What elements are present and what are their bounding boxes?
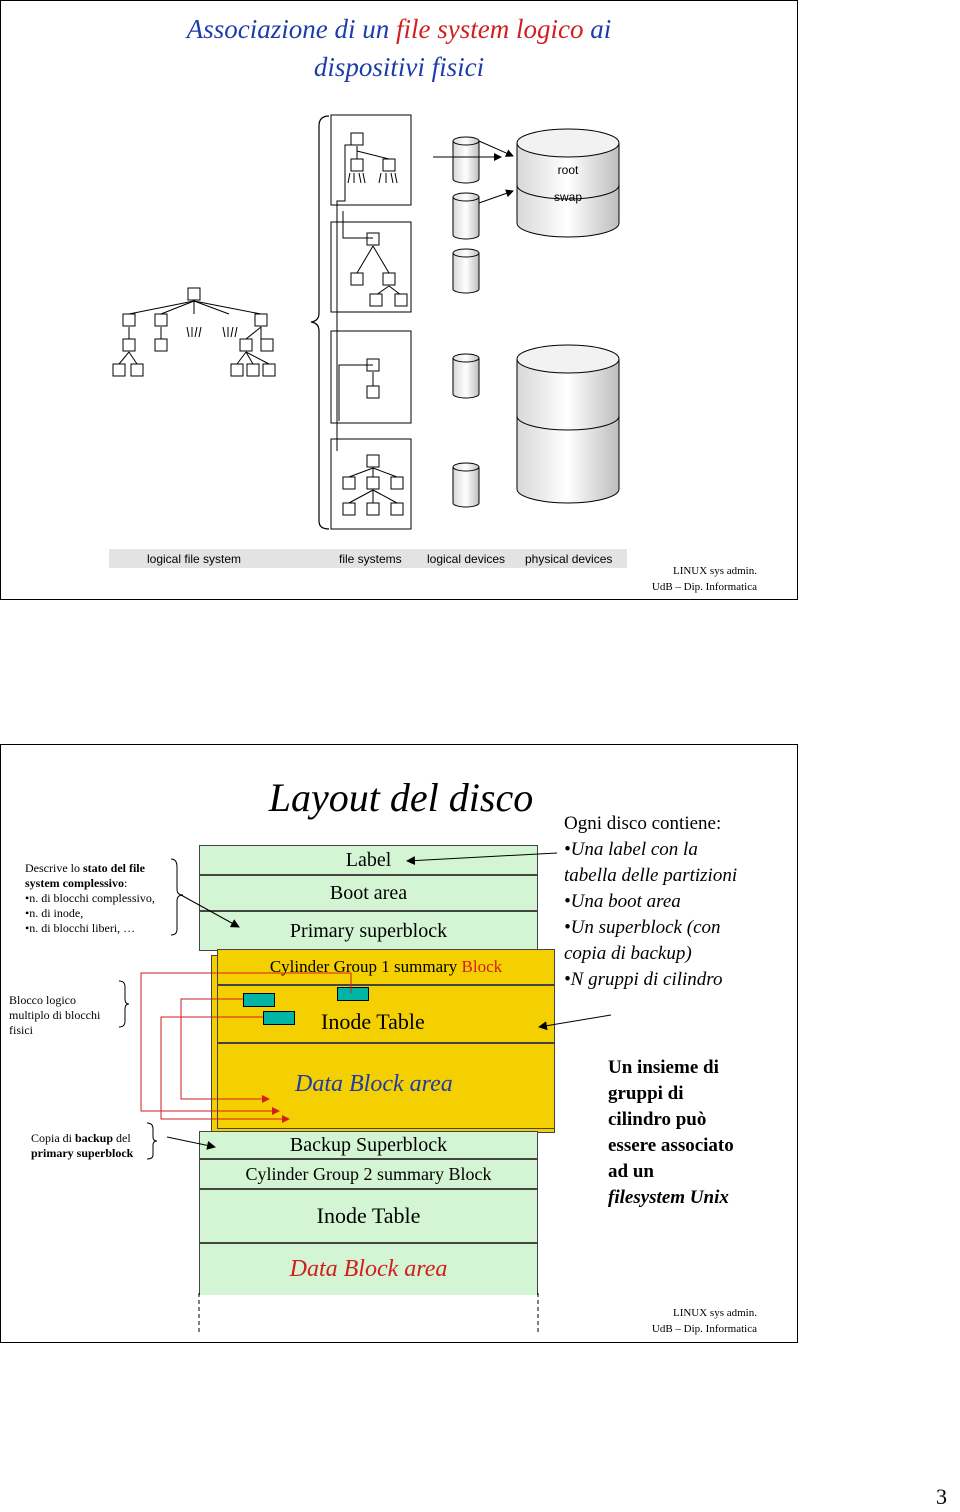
layer-cg1-summary: Cylinder Group 1 summary Block — [217, 949, 555, 985]
cg2-summary-text: Cylinder Group 2 summary Block — [245, 1163, 492, 1184]
blocco-line: multiplo di blocchi — [9, 1008, 101, 1022]
logical-to-physical-diagram — [112, 114, 620, 530]
cylinder-label-root: root — [557, 163, 579, 177]
layer-backup-superblock: Backup Superblock — [199, 1131, 538, 1159]
layer-primary-text: Primary superblock — [289, 919, 448, 942]
copia-text: Copia di — [31, 1131, 75, 1145]
title-highlight: file system logico — [396, 14, 584, 44]
slide-2-footer: LINUX sys admin. UdB – Dip. Informatica — [597, 1305, 757, 1337]
disk-contents-item: •N gruppi di cilindro — [564, 969, 723, 990]
label-logical-devices: logical devices — [427, 552, 506, 566]
layer-boot-text: Boot area — [329, 881, 408, 904]
note-line: essere associato — [608, 1135, 734, 1156]
blocco-line: fisici — [9, 1023, 33, 1037]
copia-text: del — [113, 1131, 131, 1145]
inode-table-2-text: Inode Table — [316, 1203, 421, 1228]
inode-block-marker — [243, 993, 275, 1007]
label-file-systems: file systems — [339, 552, 402, 566]
desc-text: : — [124, 876, 128, 890]
title-line-2: dispositivi fisici — [313, 52, 485, 82]
slide-2: Layout del disco Descrive lo stato del f… — [0, 744, 798, 1343]
slide-2-title: Layout del disco — [268, 775, 534, 820]
data-block-1-label: Data Block area — [295, 1071, 453, 1097]
brace-icon — [118, 980, 130, 1028]
brace-icon — [310, 115, 330, 530]
desc-bold: stato del file — [82, 861, 145, 875]
cylinder-label-swap: swap — [553, 190, 582, 204]
annotation-arrows — [118, 852, 612, 1160]
label-physical-devices: physical devices — [525, 552, 613, 566]
brace-icon — [170, 858, 184, 936]
backup-superblock-text: Backup Superblock — [289, 1133, 448, 1156]
inode-block-marker — [337, 987, 369, 1001]
inode-block-marker — [263, 1011, 295, 1025]
copia-bold: backup — [75, 1131, 114, 1145]
superblock-description: Descrive lo stato del file system comple… — [25, 861, 175, 936]
layer-inode-table-2: Inode Table — [199, 1189, 538, 1243]
bullet-liberi: •n. di blocchi liberi, … — [25, 921, 136, 935]
cg1-summary-text: Cylinder Group 1 summary — [269, 957, 458, 976]
backup-copy-note: Copia di backup del primary superblock — [31, 1131, 151, 1161]
disk-contents-item: tabella delle partizioni — [564, 865, 738, 886]
layer-data-block-2: Data Block area — [199, 1243, 538, 1295]
blocco-logico-note: Blocco logico multiplo di blocchi fisici — [9, 993, 119, 1038]
bullet-blocchi: •n. di blocchi complessivo, — [25, 891, 155, 905]
disk-contents-item: •Una label con la — [564, 839, 698, 860]
page-number: 3 — [936, 1484, 947, 1509]
desc-bold: system complessivo — [25, 876, 124, 890]
layer-label: Label — [199, 845, 538, 875]
layer-boot-area: Boot area — [199, 875, 538, 911]
logical-device-cylinders — [452, 136, 480, 508]
slide-1-title: Associazione di un file system logico ai… — [1, 10, 797, 86]
footer-line-1: LINUX sys admin. — [672, 1307, 757, 1319]
disk-contents-list: Ogni disco contiene: •Una label con la t… — [564, 811, 784, 993]
footer-line-2: UdB – Dip. Informatica — [651, 581, 757, 593]
footer-line-2: UdB – Dip. Informatica — [651, 1323, 757, 1335]
file-system-boxes — [330, 114, 412, 530]
desc-text: Descrive lo — [25, 861, 83, 875]
disk-contents-item: •Una boot area — [564, 891, 681, 912]
note-line: ad un — [608, 1161, 654, 1182]
title-part: Associazione di un — [186, 14, 396, 44]
note-line: gruppi di — [608, 1083, 684, 1104]
blocco-line: Blocco logico — [9, 993, 76, 1007]
disk-contents-heading: Ogni disco contiene: — [564, 813, 722, 834]
logical-tree — [112, 287, 276, 377]
slide-1-footer: LINUX sys admin. UdB – Dip. Informatica — [597, 563, 757, 595]
title-part: ai — [583, 14, 612, 44]
copia-bold: primary superblock — [31, 1146, 134, 1160]
physical-device-cylinders — [516, 128, 620, 504]
layer-primary-superblock: Primary superblock — [199, 911, 538, 951]
brace-icon — [146, 1122, 158, 1160]
note-line: cilindro può — [608, 1109, 707, 1130]
bullet-inode: •n. di inode, — [25, 906, 84, 920]
disk-contents-item: •Un superblock (con — [564, 917, 721, 938]
note-line-italic: filesystem Unix — [608, 1187, 729, 1208]
disk-contents-item: copia di backup) — [564, 943, 692, 964]
layer-cg2-summary: Cylinder Group 2 summary Block — [199, 1159, 538, 1189]
layer-label-text: Label — [345, 848, 392, 871]
data-block-2-text: Data Block area — [289, 1256, 448, 1282]
note-line: Un insieme di — [608, 1057, 719, 1078]
slide-1: Associazione di un file system logico ai… — [0, 0, 798, 600]
label-logical-file-system: logical file system — [147, 552, 242, 566]
footer-line-1: LINUX sys admin. — [672, 565, 757, 577]
column-labels-bar — [109, 549, 627, 568]
cg1-summary-highlight: Block — [461, 957, 503, 976]
inode-table-1-label: Inode Table — [321, 1009, 425, 1034]
cylinder-group-set-note: Un insieme di gruppi di cilindro può ess… — [608, 1055, 788, 1211]
